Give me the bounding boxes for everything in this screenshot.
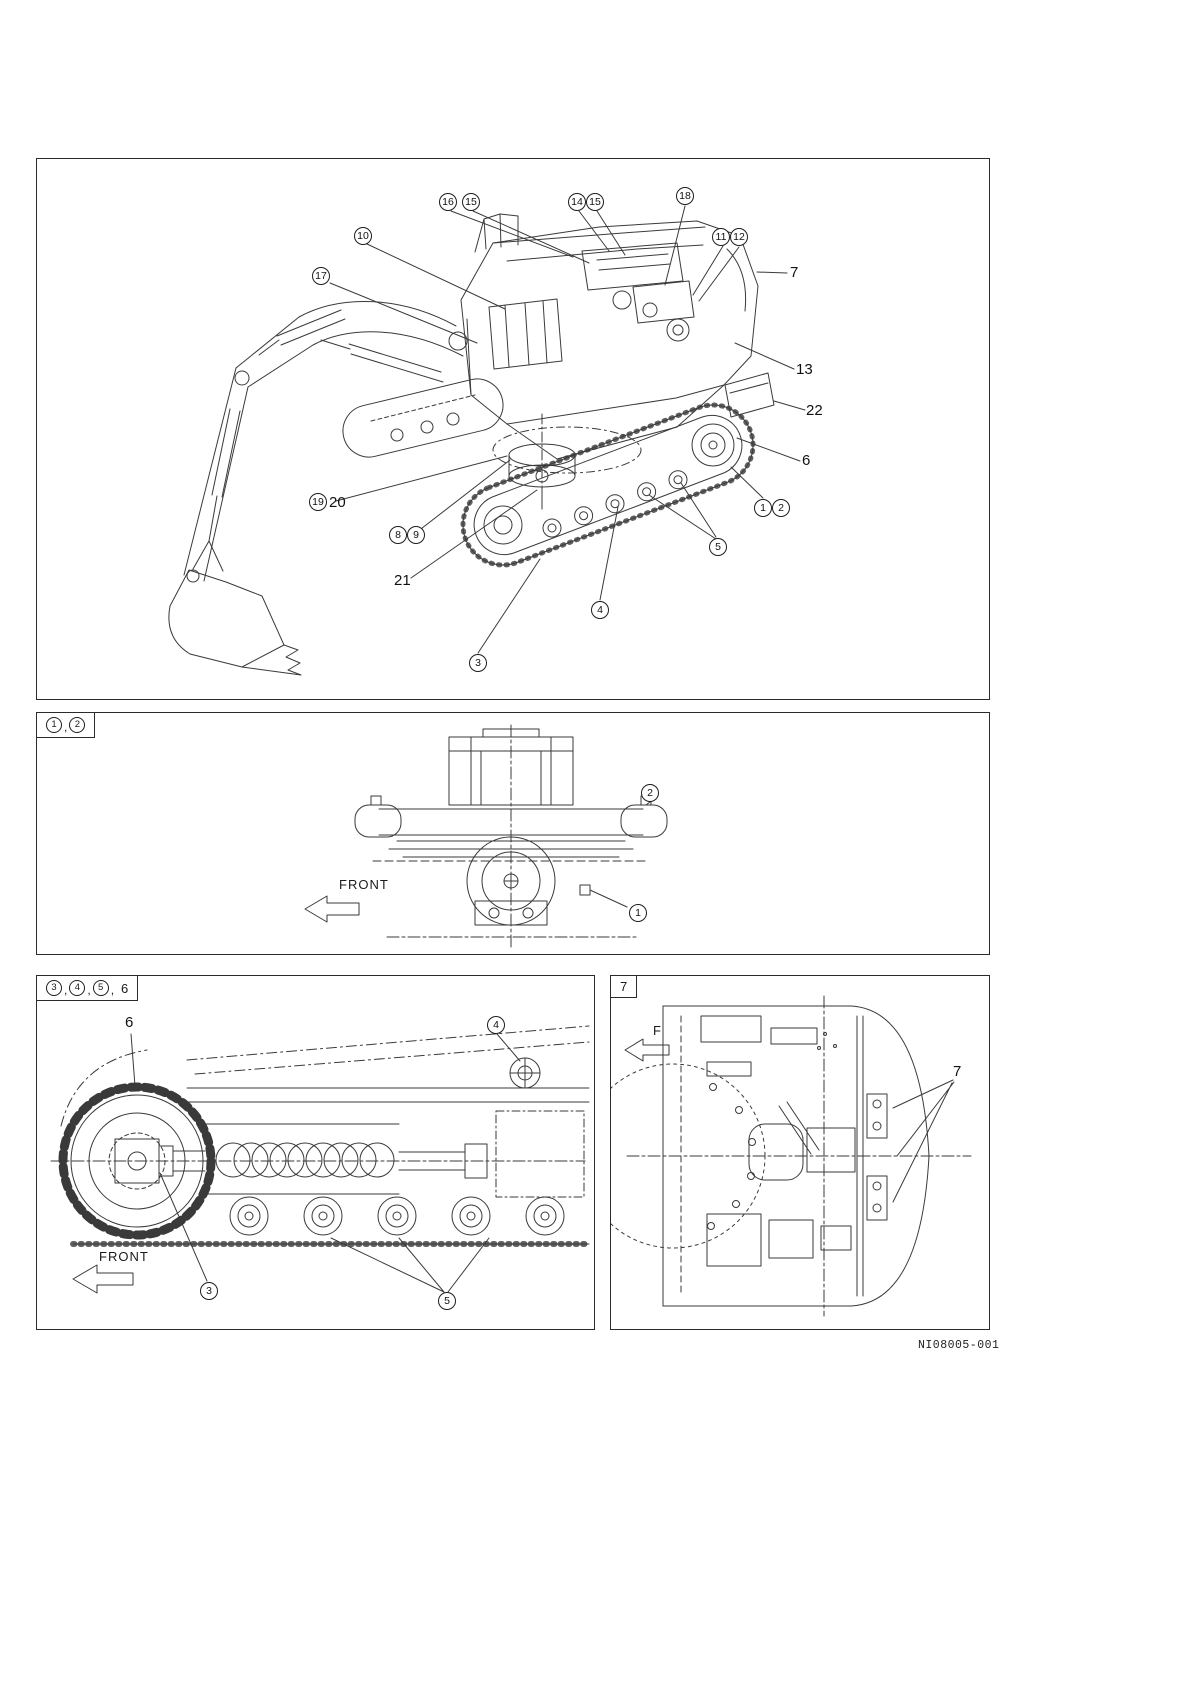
panel-label-7: 7 <box>610 975 638 998</box>
callout-7: 7 <box>790 264 799 281</box>
label-callout-5: 5 <box>92 980 109 996</box>
leader-lines <box>329 205 806 654</box>
front-arrow-icon <box>624 1038 670 1062</box>
callout-19: 19 <box>309 493 327 511</box>
callout-1: 1 <box>629 904 647 922</box>
callout-22: 22 <box>806 402 823 419</box>
leader-lines <box>892 1079 955 1203</box>
travel-motor-illustration <box>304 724 668 950</box>
callout-6: 6 <box>802 452 811 469</box>
callout-3: 3 <box>469 654 487 672</box>
callout-5: 5 <box>709 538 727 556</box>
callout-8: 8 <box>389 526 407 544</box>
travel-motor-panel: 1 , 2 <box>36 712 990 955</box>
callout-4: 4 <box>487 1016 505 1034</box>
label-separator: , <box>64 983 68 997</box>
undercarriage-illustration <box>50 1025 592 1294</box>
label-callout-3: 3 <box>46 980 62 996</box>
callout-17: 17 <box>312 267 330 285</box>
callout-16: 16 <box>439 193 457 211</box>
callout-13: 13 <box>796 361 813 378</box>
callout-21: 21 <box>394 572 411 589</box>
swing-center <box>492 413 642 510</box>
front-label: FRONT <box>99 1249 149 1264</box>
label-callout-2: 2 <box>69 717 86 733</box>
leader-lines <box>130 1033 521 1293</box>
label-callout-7: 7 <box>620 979 628 994</box>
front-label: FRONT <box>339 877 389 892</box>
excavator-line-art <box>168 205 806 676</box>
excavator-tracks <box>342 378 756 568</box>
carbody-illustration <box>611 995 972 1317</box>
callout-11: 11 <box>712 228 730 246</box>
label-separator: , <box>110 983 115 997</box>
carbody-panel: 7 <box>610 975 990 1330</box>
document-number: NI08005-001 <box>918 1339 1000 1352</box>
excavator-house <box>460 213 775 460</box>
callout-14: 14 <box>568 193 586 211</box>
front-arrow-icon <box>72 1264 134 1294</box>
label-separator: , <box>87 983 91 997</box>
callout-1: 1 <box>754 499 772 517</box>
overview-diagram-panel: 16 15 14 15 18 10 11 12 7 17 13 22 6 1 2… <box>36 158 990 700</box>
callout-2: 2 <box>641 784 659 802</box>
label-separator: , <box>64 720 68 734</box>
callout-20: 20 <box>329 494 346 511</box>
label-callout-1: 1 <box>46 717 62 733</box>
front-arrow-icon <box>304 895 360 923</box>
callout-15a: 15 <box>462 193 480 211</box>
excavator-work-equipment <box>168 301 468 676</box>
callout-3: 3 <box>200 1282 218 1300</box>
callout-18: 18 <box>676 187 694 205</box>
track-rollers <box>229 1196 565 1236</box>
panel-label-3-4-5-6: 3 , 4 , 5 , 6 <box>36 975 139 1001</box>
callout-2: 2 <box>772 499 790 517</box>
panel-label-1-2: 1 , 2 <box>36 712 96 738</box>
callout-7: 7 <box>953 1063 962 1080</box>
callout-12: 12 <box>730 228 748 246</box>
callout-4: 4 <box>591 601 609 619</box>
callout-5: 5 <box>438 1292 456 1310</box>
callout-6: 6 <box>125 1014 134 1031</box>
label-callout-4: 4 <box>69 980 86 996</box>
callout-9: 9 <box>407 526 425 544</box>
callout-10: 10 <box>354 227 372 245</box>
front-label: F <box>653 1023 662 1038</box>
callout-15b: 15 <box>586 193 604 211</box>
label-callout-6: 6 <box>121 980 129 996</box>
undercarriage-panel: 3 , 4 , 5 , 6 <box>36 975 595 1330</box>
